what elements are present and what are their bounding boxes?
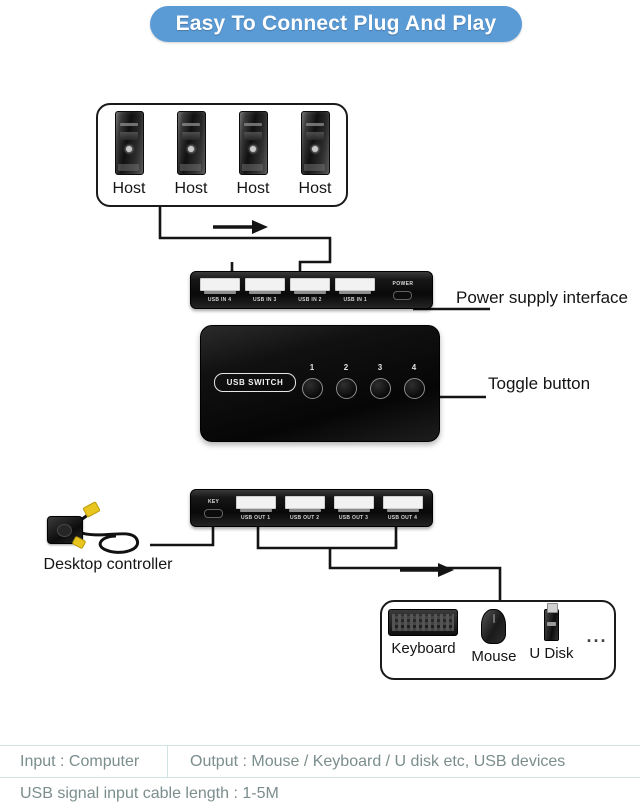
keyboard-icon <box>388 609 459 636</box>
host-row: Host Host Host Host <box>98 105 346 205</box>
key-jack-icon <box>204 508 224 518</box>
computer-tower-icon <box>300 111 330 175</box>
usb-in-port-label: USB IN 3 <box>253 296 277 303</box>
usb-a-port-icon <box>382 495 423 512</box>
key-port[interactable]: KEY <box>196 499 231 518</box>
footer-cell-output: Output : Mouse / Keyboard / U disk etc, … <box>168 746 640 777</box>
toggle-button-3[interactable]: 3 <box>367 363 393 418</box>
usb-in-port-1[interactable]: USB IN 1 <box>333 277 378 303</box>
footer-row-cable: USB signal input cable length : 1-5M <box>0 779 640 808</box>
toggle-button-circle-icon[interactable] <box>301 378 323 399</box>
toggle-button-2[interactable]: 2 <box>333 363 359 418</box>
power-port-label: POWER <box>392 280 414 287</box>
host-label: Host <box>236 180 270 197</box>
desktop-controller-group: Desktop controller <box>32 498 182 580</box>
peripheral-label: Mouse <box>471 648 517 665</box>
computer-tower-icon <box>114 111 144 175</box>
peripheral-label: U Disk <box>529 645 574 662</box>
toggle-button-circle-icon[interactable] <box>335 378 357 399</box>
usb-a-port-icon <box>199 277 240 294</box>
host-label: Host <box>112 180 146 197</box>
arrow-switch-to-peripherals <box>400 563 454 577</box>
usb-output-port-bar: KEY USB OUT 1 USB OUT 2 USB OUT 3 USB OU… <box>190 489 433 527</box>
usb-out-port-label: USB OUT 4 <box>387 514 418 521</box>
usb-c-port-icon <box>393 290 413 300</box>
host-item: Host <box>164 111 218 198</box>
usb-out-port-label: USB OUT 1 <box>241 514 271 521</box>
toggle-button-1[interactable]: 1 <box>299 363 325 418</box>
usb-out-port-label: USB OUT 3 <box>338 514 369 521</box>
peripheral-udisk: U Disk <box>529 603 574 662</box>
computer-tower-icon <box>176 111 206 175</box>
spec-footer-table: Input : Computer Output : Mouse / Keyboa… <box>0 745 640 808</box>
usb-in-port-3[interactable]: USB IN 3 <box>242 277 287 303</box>
toggle-button-circle-icon[interactable] <box>403 378 425 399</box>
peripherals-group-box: Keyboard Mouse U Disk ... <box>380 600 616 680</box>
toggle-button-row: 1 2 3 4 <box>299 363 427 418</box>
desktop-controller-label: Desktop controller <box>43 556 173 573</box>
toggle-button-number: 2 <box>343 363 349 372</box>
usb-a-port-icon <box>284 495 325 512</box>
host-item: Host <box>226 111 280 198</box>
footer-cell-input: Input : Computer <box>0 746 168 777</box>
arrow-host-to-switch <box>213 220 268 234</box>
usb-a-port-icon <box>235 495 276 512</box>
banner-text: Easy To Connect Plug And Play <box>175 12 497 35</box>
mouse-icon <box>481 609 507 644</box>
usb-out-port-label: USB OUT 2 <box>289 514 320 521</box>
usb-input-port-bar: USB IN 4 USB IN 3 USB IN 2 USB IN 1 POWE… <box>190 271 433 309</box>
usb-out-port-3[interactable]: USB OUT 3 <box>329 495 378 521</box>
toggle-button-number: 1 <box>309 363 315 372</box>
usb-a-port-icon <box>290 277 330 294</box>
usb-in-port-4[interactable]: USB IN 4 <box>197 277 242 303</box>
peripherals-row: Keyboard Mouse U Disk ... <box>382 602 614 678</box>
usb-switch-device-body: USB SWITCH 1 2 3 4 <box>200 325 440 442</box>
usb-a-port-icon <box>244 277 285 294</box>
host-group-box: Host Host Host Host <box>96 103 348 207</box>
key-port-label: KEY <box>208 498 220 505</box>
power-supply-callout-label: Power supply interface <box>456 288 628 307</box>
more-peripherals-ellipsis: ... <box>586 626 608 646</box>
usb-switch-badge: USB SWITCH <box>214 373 296 392</box>
toggle-button-number: 3 <box>377 363 383 372</box>
usb-in-port-label: USB IN 2 <box>298 296 322 303</box>
host-item: Host <box>102 111 156 198</box>
toggle-button-number: 4 <box>411 363 417 372</box>
usb-switch-badge-label: USB SWITCH <box>226 378 284 387</box>
footer-output-text: Output : Mouse / Keyboard / U disk etc, … <box>190 752 566 770</box>
toggle-button-circle-icon[interactable] <box>369 378 391 399</box>
toggle-button-callout-label: Toggle button <box>488 374 591 393</box>
host-label: Host <box>174 180 208 197</box>
usb-out-port-4[interactable]: USB OUT 4 <box>378 495 427 521</box>
usb-flash-drive-icon <box>543 603 559 641</box>
footer-cable-text: USB signal input cable length : 1-5M <box>20 784 279 802</box>
usb-in-port-label: USB IN 4 <box>207 296 232 303</box>
peripheral-keyboard: Keyboard <box>388 609 459 657</box>
toggle-button-4[interactable]: 4 <box>401 363 427 418</box>
host-item: Host <box>288 111 342 198</box>
usb-in-port-label: USB IN 1 <box>343 296 367 303</box>
peripheral-label: Keyboard <box>391 640 456 657</box>
usb-out-port-1[interactable]: USB OUT 1 <box>231 495 280 521</box>
host-label: Host <box>298 180 332 197</box>
header-banner: Easy To Connect Plug And Play <box>150 6 522 42</box>
footer-input-text: Input : Computer <box>20 752 140 770</box>
usb-out-port-2[interactable]: USB OUT 2 <box>280 495 329 521</box>
footer-row-io: Input : Computer Output : Mouse / Keyboa… <box>0 746 640 778</box>
power-port[interactable]: POWER <box>380 281 426 300</box>
peripheral-mouse: Mouse <box>471 609 516 665</box>
computer-tower-icon <box>238 111 268 175</box>
usb-a-port-icon <box>335 277 376 294</box>
usb-in-port-2[interactable]: USB IN 2 <box>287 277 332 303</box>
usb-a-port-icon <box>333 495 374 512</box>
